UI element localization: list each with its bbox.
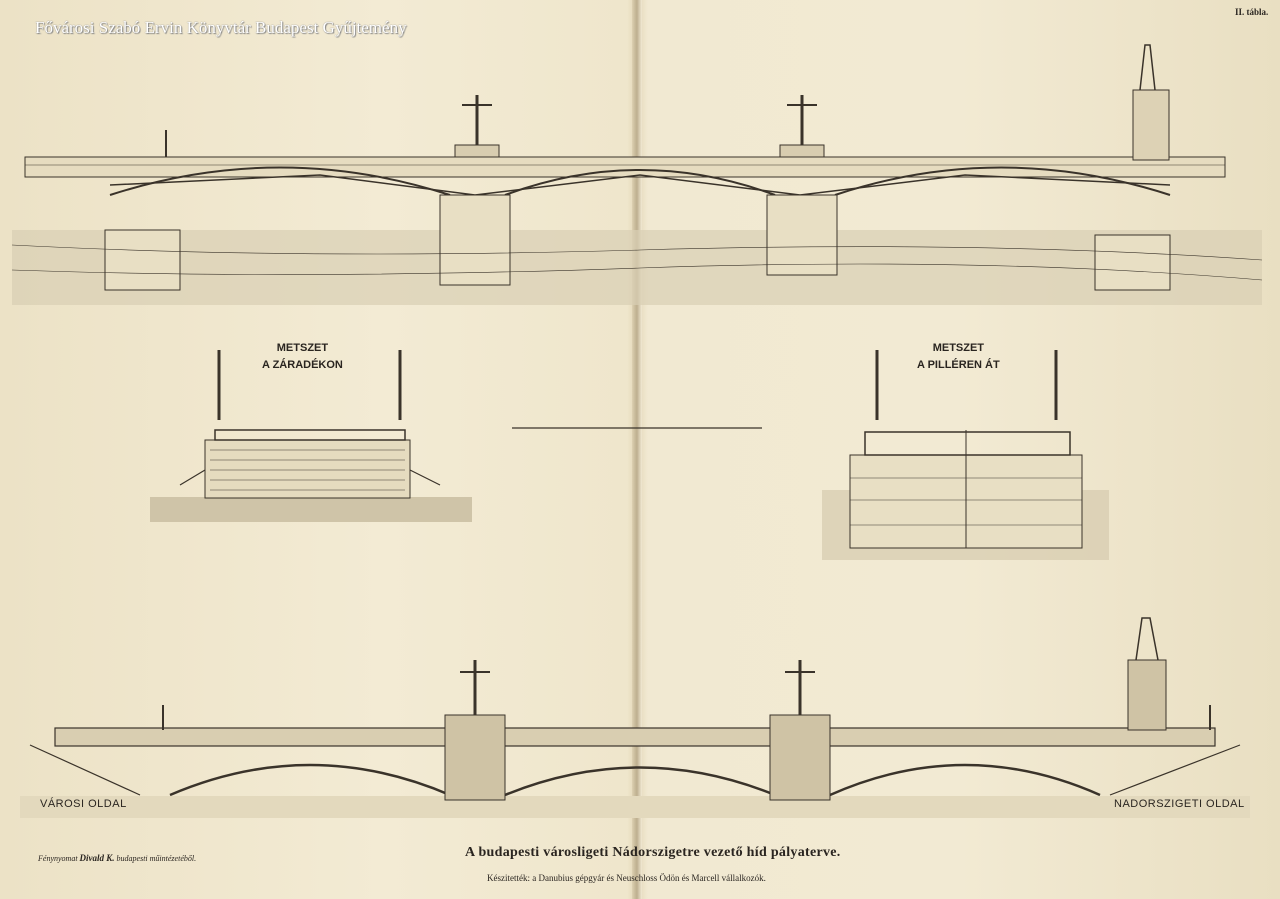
drawing-title: A budapesti városligeti Nádorszigetre ve… (465, 845, 841, 860)
plate-number: II. tábla. (1235, 7, 1269, 17)
library-watermark: Fővárosi Szabó Ervin Könyvtár Budapest G… (35, 18, 407, 37)
section-label-line2: A PILLÉREN ÁT (917, 359, 1000, 371)
section-label-keystone: METSZET A ZÁRADÉKON (262, 340, 343, 374)
section-label-line2: A ZÁRADÉKON (262, 359, 343, 371)
drawing-subtitle: Készitették: a Danubius gépgyár és Neusc… (487, 873, 766, 883)
printer-credit: Fénynyomat Divald K. budapesti műintézet… (38, 853, 196, 863)
page-fold (632, 0, 642, 899)
credit-prefix: Fénynyomat (38, 854, 78, 863)
section-label-line1: METSZET (932, 342, 985, 354)
section-label-pier: METSZET A PILLÉREN ÁT (917, 340, 1000, 374)
side-label-left: VÁROSI OLDAL (40, 798, 127, 810)
section-label-line1: METSZET (276, 342, 329, 354)
longitudinal-section (11, 44, 1263, 429)
cross-section-keystone (150, 350, 472, 522)
credit-suffix: budapesti műintézetéből. (116, 854, 197, 863)
credit-name: Divald K. (79, 853, 115, 863)
cross-section-pier (822, 350, 1109, 560)
side-label-right: NADORSZIGETI OLDAL (1114, 798, 1245, 810)
bridge-elevation (20, 617, 1250, 818)
